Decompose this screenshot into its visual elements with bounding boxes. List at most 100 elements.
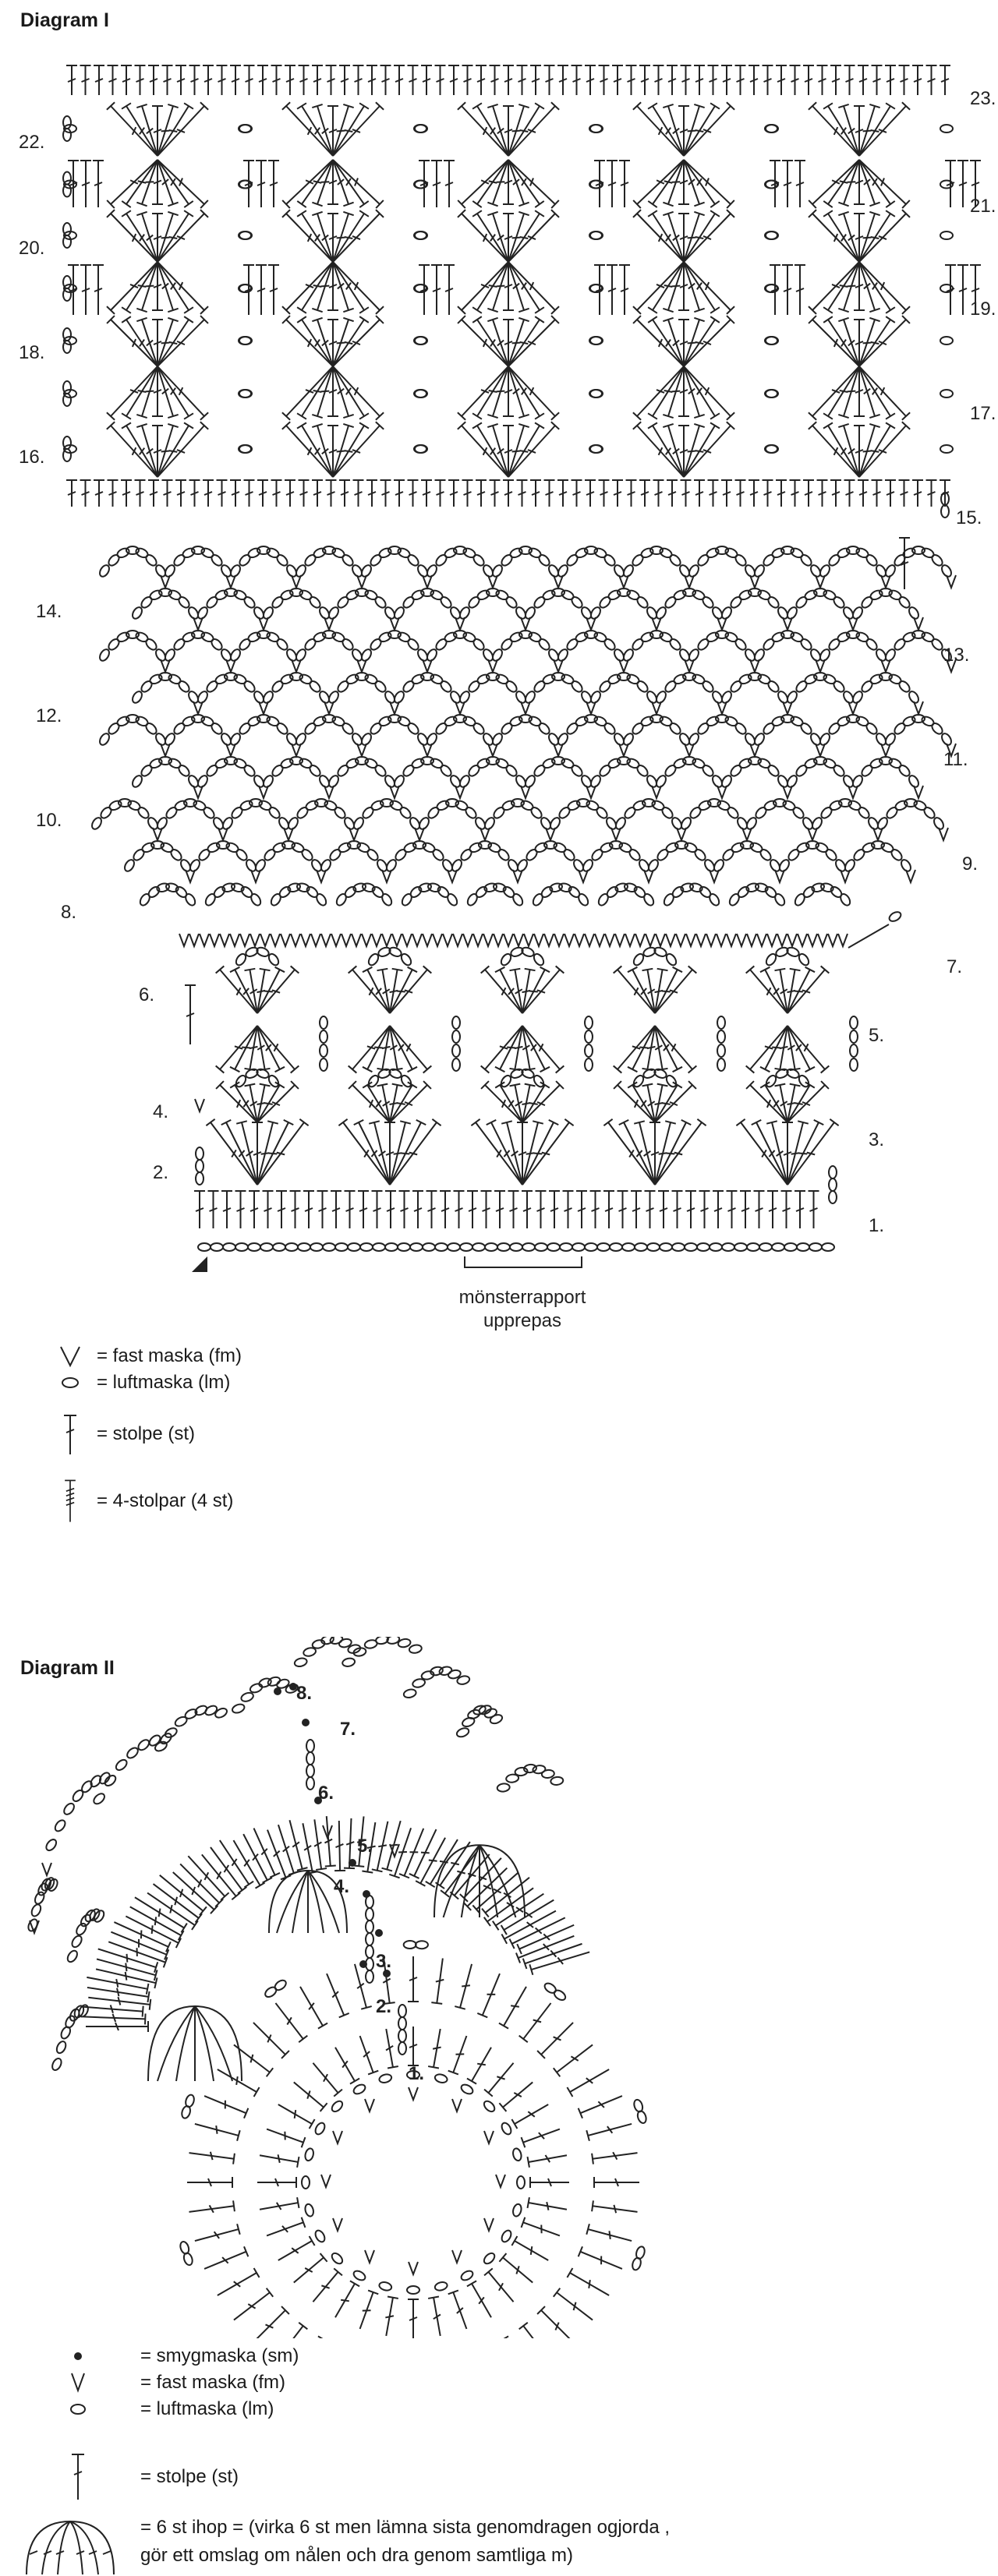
luftmaska-stitch xyxy=(34,1891,46,1906)
luftmaska-stitch xyxy=(154,1740,168,1753)
stolpe-stitch xyxy=(136,424,157,477)
stolpe-stitch xyxy=(353,65,364,95)
luftmaska-stitch xyxy=(205,680,219,694)
luftmaska-stitch xyxy=(341,553,355,568)
luftmaska-stitch xyxy=(380,892,394,907)
luftmaska-stitch xyxy=(884,732,897,747)
legend2-text-luftmaska: = luftmaska (lm) xyxy=(140,2398,274,2420)
stolpe-stitch xyxy=(263,1191,274,1228)
legend-item-4-stolpar: = 4-stolpar (4 st) xyxy=(55,1478,233,1525)
stolpe-stitch xyxy=(528,2197,567,2210)
luftmaska-stitch xyxy=(753,648,766,663)
stolpe-stitch xyxy=(94,65,104,95)
luftmaska-stitch xyxy=(205,595,219,610)
stolpe-stitch xyxy=(303,1191,314,1228)
luftmaska-stitch xyxy=(766,125,778,133)
stolpe-stitch xyxy=(412,1191,423,1228)
luftmaska-stitch xyxy=(366,1970,373,1983)
luftmaska-stitch xyxy=(459,848,473,863)
luftmaska-stitch xyxy=(662,892,675,907)
stolpe-stitch xyxy=(204,2096,248,2118)
luftmaska-stitch xyxy=(561,757,575,769)
luftmaska-stitch xyxy=(500,722,514,737)
stolpe-stitch xyxy=(294,2253,327,2283)
luftmaska-stitch xyxy=(467,595,481,610)
stolpe-stitch xyxy=(380,65,391,95)
luftmaska-stitch xyxy=(726,806,740,821)
luftmaska-stitch xyxy=(397,715,412,727)
luftmaska-stitch xyxy=(366,1921,373,1933)
luftmaska-stitch xyxy=(366,1896,373,1908)
luftmaska-stitch xyxy=(511,2147,522,2161)
luftmaska-stitch xyxy=(135,715,150,727)
luftmaska-stitch xyxy=(452,1044,460,1057)
stolpe-stitch xyxy=(912,65,923,95)
luftmaska-stitch xyxy=(406,638,420,652)
luftmaska-stitch xyxy=(729,595,743,610)
stolpe-stitch xyxy=(230,65,241,95)
luftmaska-stitch xyxy=(717,1016,725,1029)
stolpe-stitch xyxy=(108,480,119,507)
stolpe-stitch xyxy=(594,2177,639,2188)
luftmaska-stitch xyxy=(423,1243,435,1251)
luftmaska-stitch xyxy=(495,757,510,769)
luftmaska-stitch xyxy=(430,588,444,601)
round-label-3: 3. xyxy=(376,1951,391,1972)
luftmaska-stitch xyxy=(168,588,182,601)
luftmaska-stitch xyxy=(266,715,281,727)
luftmaska-stitch xyxy=(63,436,71,449)
stolpe-stitch xyxy=(667,480,678,507)
stolpe-stitch xyxy=(694,480,705,507)
luftmaska-stitch xyxy=(434,553,448,568)
stolpe-stitch xyxy=(885,480,896,507)
stolpe-stitch xyxy=(421,480,432,507)
luftmaska-stitch xyxy=(848,799,862,811)
stolpe-stitch xyxy=(157,262,179,312)
stolpe-stitch xyxy=(795,265,805,315)
luftmaska-stitch xyxy=(590,445,603,453)
stolpe-stitch xyxy=(472,262,508,313)
luftmaska-stitch xyxy=(331,631,346,643)
stolpe-stitch xyxy=(426,1191,437,1228)
luftmaska-stitch xyxy=(720,690,734,705)
stolpe-stitch xyxy=(672,1191,683,1228)
luftmaska-stitch xyxy=(782,799,797,811)
fast-maska-stitch xyxy=(321,2175,331,2187)
smygmaska-stitch xyxy=(375,1929,383,1937)
fast-maska-stitch xyxy=(686,934,695,946)
luftmaska-stitch xyxy=(373,595,388,610)
stolpe-stitch xyxy=(333,366,354,418)
luftmaska-stitch xyxy=(310,1243,323,1251)
luftmaska-stitch xyxy=(239,231,252,239)
fast-maska-stitch xyxy=(906,870,915,882)
fast-maska-stitch xyxy=(818,934,827,946)
luftmaska-stitch xyxy=(668,553,682,568)
stolpe-stitch xyxy=(631,1191,642,1228)
luftmaska-stitch xyxy=(930,553,944,568)
luftmaska-stitch xyxy=(541,1769,554,1779)
luftmaska-stitch xyxy=(462,715,477,727)
luftmaska-stitch xyxy=(524,774,537,789)
stolpe-stitch xyxy=(727,1191,738,1228)
fast-maska-stitch xyxy=(230,934,239,946)
stolpe-stitch xyxy=(508,316,559,366)
luftmaska-stitch xyxy=(884,648,897,663)
luftmaska-stitch xyxy=(791,806,805,821)
stolpe-stitch xyxy=(394,480,405,507)
fast-maska-stitch xyxy=(605,934,614,946)
stolpe-stitch xyxy=(477,1974,500,2017)
luftmaska-stitch xyxy=(62,1801,76,1816)
luftmaska-stitch xyxy=(590,848,604,863)
luftmaska-stitch xyxy=(455,799,469,811)
luftmaska-stitch xyxy=(275,722,289,737)
luftmaska-stitch xyxy=(242,680,257,694)
luftmaska-stitch xyxy=(880,841,895,853)
stolpe-stitch xyxy=(809,1191,819,1228)
stolpe-stitch xyxy=(94,480,104,507)
stolpe-stitch xyxy=(249,1191,260,1228)
luftmaska-stitch xyxy=(696,553,710,568)
stolpe-stitch xyxy=(136,104,157,156)
luftmaska-stitch xyxy=(275,638,289,652)
stolpe-stitch xyxy=(945,161,956,207)
fast-maska-stitch xyxy=(372,934,381,946)
